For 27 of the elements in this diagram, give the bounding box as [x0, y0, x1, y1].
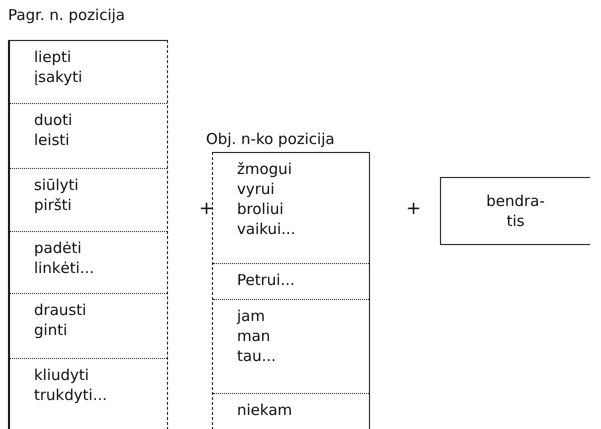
word: tau...: [237, 346, 276, 366]
word: įsakyti: [34, 67, 82, 87]
word: linkėti...: [34, 258, 94, 278]
word: bendra- tis: [485, 191, 546, 231]
word: man: [237, 326, 270, 346]
column-heading: Pagr. n. pozicija: [8, 6, 125, 24]
word: Petrui...: [237, 270, 295, 290]
word: broliui: [237, 199, 284, 219]
plus-sign: +: [406, 198, 422, 219]
word: kliudyti: [34, 365, 89, 385]
word: vyrui: [237, 179, 275, 199]
word: siūlyti: [34, 175, 79, 195]
word: trukdyti...: [34, 385, 107, 405]
word: ginti: [34, 320, 68, 340]
plus-sign: +: [199, 198, 214, 219]
word: piršti: [34, 195, 72, 215]
word: vaikui...: [237, 219, 296, 239]
infinitive-box: [440, 177, 590, 245]
word: žmogui: [237, 159, 292, 179]
word: padėti: [34, 238, 82, 258]
word: duoti: [34, 110, 72, 130]
word: niekam: [237, 400, 292, 420]
word: leisti: [34, 130, 70, 150]
word: drausti: [34, 300, 86, 320]
word: liepti: [34, 47, 72, 67]
word: jam: [237, 306, 265, 326]
column-heading: Obj. n-ko pozicija: [206, 130, 335, 148]
